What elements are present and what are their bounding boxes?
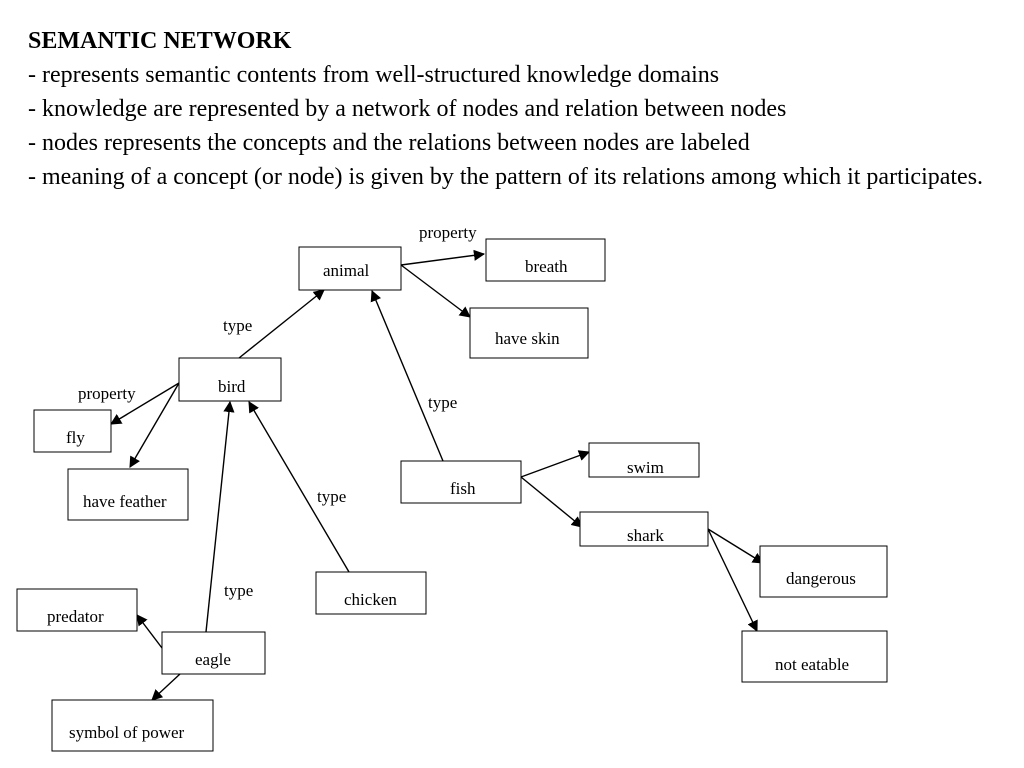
node-bird: bird <box>178 357 282 402</box>
edge-label-type: type <box>223 316 252 335</box>
edge-labels: property type property type type type <box>78 223 477 600</box>
node-predator: predator <box>16 588 138 632</box>
edge-label-property: property <box>78 384 136 403</box>
edge-eagle-bird <box>205 400 235 633</box>
node-label: have feather <box>83 492 167 511</box>
edge-fish-swim <box>520 450 591 478</box>
node-label: dangerous <box>786 569 856 588</box>
node-fish: fish <box>400 460 522 504</box>
node-fly: fly <box>33 409 112 453</box>
edge-fish-animal <box>370 289 444 462</box>
node-label: breath <box>525 257 568 276</box>
text-block: SEMANTIC NETWORK - represents semantic c… <box>28 24 1018 194</box>
node-label: predator <box>47 607 104 626</box>
node-label: fly <box>66 428 85 447</box>
bullet-item: - nodes represents the concepts and the … <box>28 130 750 156</box>
node-have-feather: have feather <box>67 468 189 521</box>
edge-animal-have-skin <box>400 264 471 318</box>
node-label: not eatable <box>775 655 849 674</box>
edge-label-type: type <box>224 581 253 600</box>
node-label: have skin <box>495 329 560 348</box>
edge-fish-shark <box>520 476 583 528</box>
node-label: symbol of power <box>69 723 185 742</box>
bullet-item: - knowledge are represented by a network… <box>28 96 787 122</box>
edges <box>110 249 764 701</box>
node-label: animal <box>323 261 370 280</box>
edge-shark-not-eatable <box>707 528 758 633</box>
node-swim: swim <box>588 442 700 478</box>
node-label: shark <box>627 526 664 545</box>
edge-label-property: property <box>419 223 477 242</box>
node-eagle: eagle <box>161 631 266 675</box>
node-dangerous: dangerous <box>759 545 888 598</box>
node-have-skin: have skin <box>469 307 589 359</box>
edge-eagle-symbol-of-power <box>151 673 181 701</box>
node-shark: shark <box>579 511 709 547</box>
node-label: swim <box>627 458 664 477</box>
nodes: animal breath have skin bird fly have fe… <box>16 238 888 752</box>
edge-bird-animal <box>238 289 325 359</box>
edge-bird-fly <box>110 382 180 425</box>
node-not-eatable: not eatable <box>741 630 888 683</box>
node-chicken: chicken <box>315 571 427 615</box>
node-label: fish <box>450 479 476 498</box>
edge-label-type: type <box>428 393 457 412</box>
node-breath: breath <box>485 238 606 282</box>
edge-label-type: type <box>317 487 346 506</box>
edge-bird-have-feather <box>129 382 180 468</box>
edge-animal-breath <box>400 249 486 266</box>
node-label: chicken <box>344 590 397 609</box>
node-symbol-of-power: symbol of power <box>51 699 214 752</box>
edge-shark-dangerous <box>707 528 764 564</box>
bullet-item: - represents semantic contents from well… <box>28 62 720 88</box>
node-animal: animal <box>298 246 402 291</box>
node-label: bird <box>218 377 246 396</box>
slide-title: SEMANTIC NETWORK <box>28 28 292 54</box>
edge-eagle-predator <box>136 614 163 649</box>
node-label: eagle <box>195 650 231 669</box>
edge-chicken-bird <box>248 401 350 573</box>
bullet-item: - meaning of a concept (or node) is give… <box>28 164 984 190</box>
